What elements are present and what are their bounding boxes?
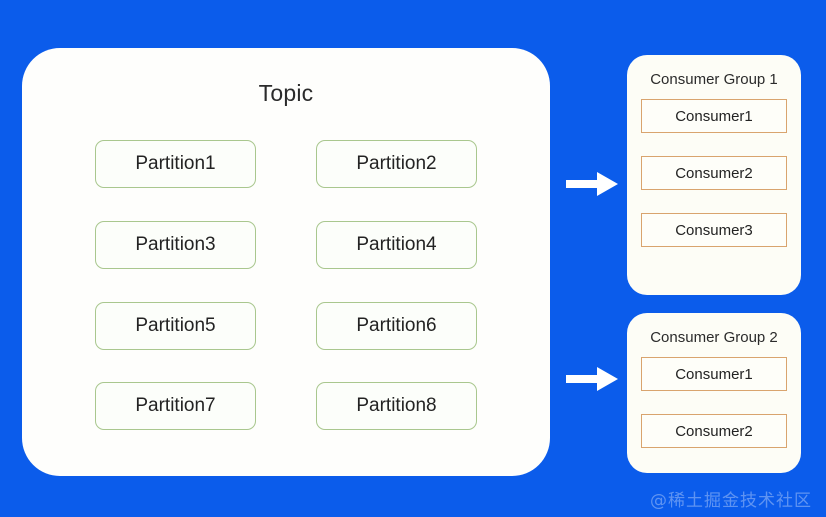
consumer-group-2-title: Consumer Group 2	[650, 329, 778, 346]
partition-box-1[interactable]: Partition1	[95, 140, 256, 188]
consumer-box-g1-2[interactable]: Consumer2	[641, 156, 787, 190]
consumer-group-1-card: Consumer Group 1 Consumer1 Consumer2 Con…	[627, 55, 801, 295]
partition-box-3[interactable]: Partition3	[95, 221, 256, 269]
topic-card: Topic Partition1 Partition2 Partition3 P…	[22, 48, 550, 476]
partition-box-7[interactable]: Partition7	[95, 382, 256, 430]
consumer-group-1-title: Consumer Group 1	[650, 71, 778, 88]
consumer-box-g1-3[interactable]: Consumer3	[641, 213, 787, 247]
partition-row: Partition5 Partition6	[22, 302, 562, 350]
consumer-box-g2-2[interactable]: Consumer2	[641, 414, 787, 448]
partition-row: Partition1 Partition2	[22, 140, 554, 188]
partition-box-4[interactable]: Partition4	[316, 221, 477, 269]
consumer-box-g1-1[interactable]: Consumer1	[641, 99, 787, 133]
consumer-list: Consumer1 Consumer2	[641, 357, 787, 448]
consumer-box-g2-1[interactable]: Consumer1	[641, 357, 787, 391]
partition-box-6[interactable]: Partition6	[316, 302, 477, 350]
topic-title: Topic	[258, 80, 314, 106]
partition-box-5[interactable]: Partition5	[95, 302, 256, 350]
partition-row: Partition7 Partition8	[22, 382, 564, 430]
consumer-list: Consumer1 Consumer2 Consumer3	[641, 99, 787, 247]
arrow-right-icon	[566, 364, 618, 394]
watermark: @稀土掘金技术社区	[650, 491, 812, 511]
partition-grid: Partition1 Partition2 Partition3 Partiti…	[22, 140, 550, 460]
partition-box-2[interactable]: Partition2	[316, 140, 477, 188]
consumer-group-2-card: Consumer Group 2 Consumer1 Consumer2	[627, 313, 801, 473]
partition-row: Partition3 Partition4	[22, 221, 554, 269]
arrow-right-icon	[566, 169, 618, 199]
partition-box-8[interactable]: Partition8	[316, 382, 477, 430]
